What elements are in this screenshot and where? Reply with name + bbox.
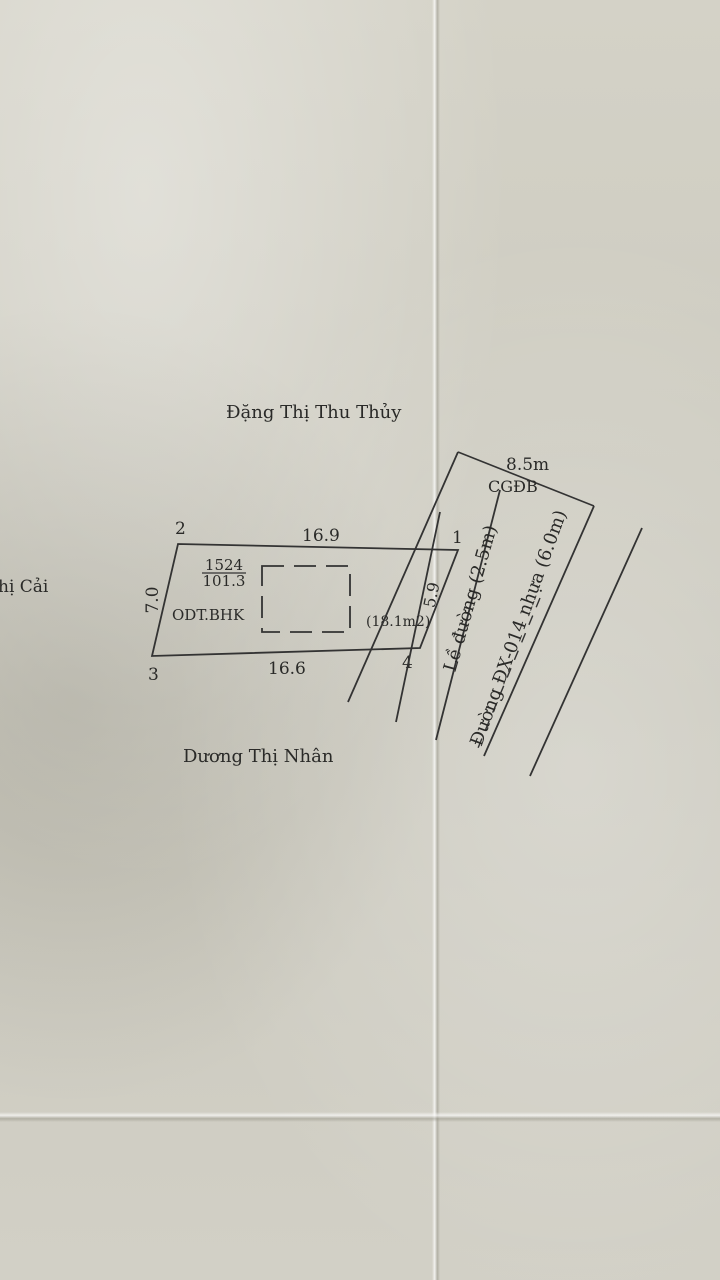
corridor-line: [347, 451, 459, 703]
parcel-area: 101.3: [203, 572, 246, 590]
vertex-4-label: 4: [402, 653, 413, 673]
sidewalk-label: Lề đường (2.5m): [440, 523, 502, 674]
edge-top-length: 16.9: [302, 526, 340, 546]
sidewalk-edge-line: [435, 489, 501, 741]
house-footprint: [261, 565, 351, 633]
vertex-2-label: 2: [175, 519, 186, 539]
edge-bottom-length: 16.6: [268, 659, 306, 679]
land-use-code: ODT.BHK: [172, 606, 245, 624]
road-edge-line: [483, 505, 595, 757]
parcel-front-line: [395, 511, 441, 723]
corridor-area: (18.1m2): [366, 614, 430, 630]
vertex-3-label: 3: [148, 665, 159, 685]
parcel-boundary: [150, 543, 460, 657]
neighbor-south-label: Dương Thị Nhân: [183, 746, 334, 767]
paper-fold-horizontal: [0, 1112, 720, 1122]
parcel-number: 1524: [205, 556, 243, 574]
neighbor-west-label: hị Cải: [0, 577, 49, 597]
paper-fold-vertical: [432, 0, 440, 1280]
edge-right-length: 5.9: [420, 580, 444, 609]
road-center-line: [477, 597, 541, 749]
neighbor-north-label: Đặng Thị Thu Thủy: [226, 402, 402, 423]
cgdb-label: CGĐB: [488, 477, 538, 496]
road-far-line: [529, 527, 643, 777]
road-width-dimension: [457, 451, 595, 507]
road-total-width: 8.5m: [506, 455, 549, 475]
edge-left-length: 7.0: [143, 586, 163, 613]
vertex-1-label: 1: [452, 528, 463, 548]
